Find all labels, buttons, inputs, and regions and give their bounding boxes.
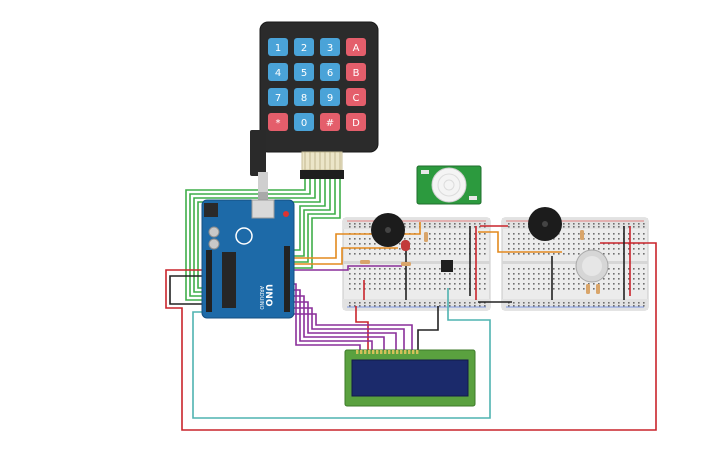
keypad-key-B[interactable]: B bbox=[346, 63, 366, 81]
capacitor-1 bbox=[208, 238, 220, 250]
lcd-pins bbox=[356, 350, 419, 354]
wire-orange-2 bbox=[478, 231, 562, 253]
keypad-keys: 1 2 3 A 4 5 6 B 7 8 9 C * 0 # D bbox=[268, 38, 366, 131]
arduino-brand-label: ARDUINO bbox=[258, 286, 264, 310]
keypad-key-4[interactable]: 4 bbox=[268, 63, 288, 81]
wire-green-8 bbox=[292, 178, 341, 269]
resistor-4 bbox=[580, 230, 584, 240]
wire-purple-3 bbox=[292, 295, 385, 350]
lcd-16x2 bbox=[344, 349, 476, 407]
wire-green-2 bbox=[189, 178, 311, 297]
breadboard-right bbox=[501, 217, 649, 311]
wire-orange-1 bbox=[292, 222, 421, 259]
keypad-key-7[interactable]: 7 bbox=[268, 88, 288, 106]
arduino-board-label: UNO bbox=[263, 284, 273, 307]
wire-purple-2 bbox=[292, 289, 373, 350]
keypad-key-label: 2 bbox=[301, 43, 307, 54]
keypad-key-label: 6 bbox=[327, 68, 333, 79]
buzzer-right bbox=[528, 207, 562, 241]
keypad-key-1[interactable]: 1 bbox=[268, 38, 288, 56]
keypad-key-3[interactable]: 3 bbox=[320, 38, 340, 56]
reset-button bbox=[283, 211, 289, 217]
keypad-key-label: C bbox=[353, 93, 360, 104]
resistor-3 bbox=[424, 232, 428, 242]
wire-green-4 bbox=[197, 178, 321, 289]
keypad-connector bbox=[300, 170, 344, 179]
keypad-key-D[interactable]: D bbox=[346, 113, 366, 131]
keypad-key-0[interactable]: 0 bbox=[294, 113, 314, 131]
resistor-2 bbox=[401, 262, 411, 266]
wire-green-3 bbox=[193, 178, 316, 293]
usb-port bbox=[251, 199, 275, 219]
keypad: 1 2 3 A 4 5 6 B 7 8 9 C * 0 # D bbox=[259, 21, 379, 179]
keypad-key-5[interactable]: 5 bbox=[294, 63, 314, 81]
resistors bbox=[360, 230, 600, 294]
usb-cable bbox=[250, 130, 268, 200]
wire-purple-7 bbox=[292, 265, 402, 271]
wire-purple-5 bbox=[292, 307, 405, 350]
wire-red-main bbox=[165, 242, 657, 431]
resistor-5 bbox=[586, 284, 590, 294]
keypad-key-label: 1 bbox=[275, 43, 281, 54]
wire-orange-3 bbox=[292, 247, 398, 265]
keypad-ribbon bbox=[301, 151, 343, 171]
atmega-chip bbox=[222, 252, 236, 308]
keypad-key-9[interactable]: 9 bbox=[320, 88, 340, 106]
ic-small bbox=[441, 260, 453, 272]
keypad-ribbon-lines bbox=[304, 152, 341, 170]
keypad-key-label: B bbox=[353, 68, 360, 79]
keypad-key-label: 9 bbox=[327, 93, 333, 104]
keypad-key-#[interactable]: # bbox=[320, 113, 340, 131]
keypad-key-*[interactable]: * bbox=[268, 113, 288, 131]
resistor-1 bbox=[360, 260, 370, 264]
wire-black-main bbox=[169, 275, 206, 305]
gas-sensor bbox=[575, 249, 609, 283]
wire-red-lcd bbox=[355, 306, 369, 350]
arduino-uno: ARDUINO UNO bbox=[201, 199, 295, 319]
led-red bbox=[401, 240, 410, 251]
wire-black-lcd bbox=[417, 306, 439, 350]
wire-green-5 bbox=[292, 178, 326, 251]
keypad-key-label: A bbox=[353, 43, 360, 54]
arduino-logo bbox=[235, 227, 253, 245]
pir-sensor bbox=[416, 165, 482, 205]
keypad-key-label: * bbox=[276, 118, 281, 129]
wire-purple-4 bbox=[292, 301, 397, 350]
keypad-key-6[interactable]: 6 bbox=[320, 63, 340, 81]
capacitor-2 bbox=[208, 226, 220, 238]
wire-green-6 bbox=[292, 178, 331, 257]
buzzer-left bbox=[371, 213, 405, 247]
wire-purple-1 bbox=[292, 283, 361, 350]
keypad-key-label: 7 bbox=[275, 93, 281, 104]
keypad-key-label: 4 bbox=[275, 68, 281, 79]
wire-green-7 bbox=[292, 178, 336, 263]
keypad-key-label: # bbox=[326, 118, 334, 129]
keypad-key-label: 0 bbox=[301, 118, 307, 129]
keypad-key-label: 8 bbox=[301, 93, 307, 104]
keypad-key-A[interactable]: A bbox=[346, 38, 366, 56]
wire-teal-sensor bbox=[192, 288, 491, 419]
wire-purple-6 bbox=[292, 313, 413, 350]
keypad-key-C[interactable]: C bbox=[346, 88, 366, 106]
keypad-key-label: 3 bbox=[327, 43, 333, 54]
wires bbox=[165, 178, 657, 431]
keypad-key-8[interactable]: 8 bbox=[294, 88, 314, 106]
resistor-6 bbox=[596, 284, 600, 294]
keypad-key-2[interactable]: 2 bbox=[294, 38, 314, 56]
keypad-key-label: 5 bbox=[301, 68, 307, 79]
wire-green-1 bbox=[185, 178, 306, 301]
power-jack bbox=[204, 203, 218, 217]
keypad-key-label: D bbox=[352, 118, 360, 129]
